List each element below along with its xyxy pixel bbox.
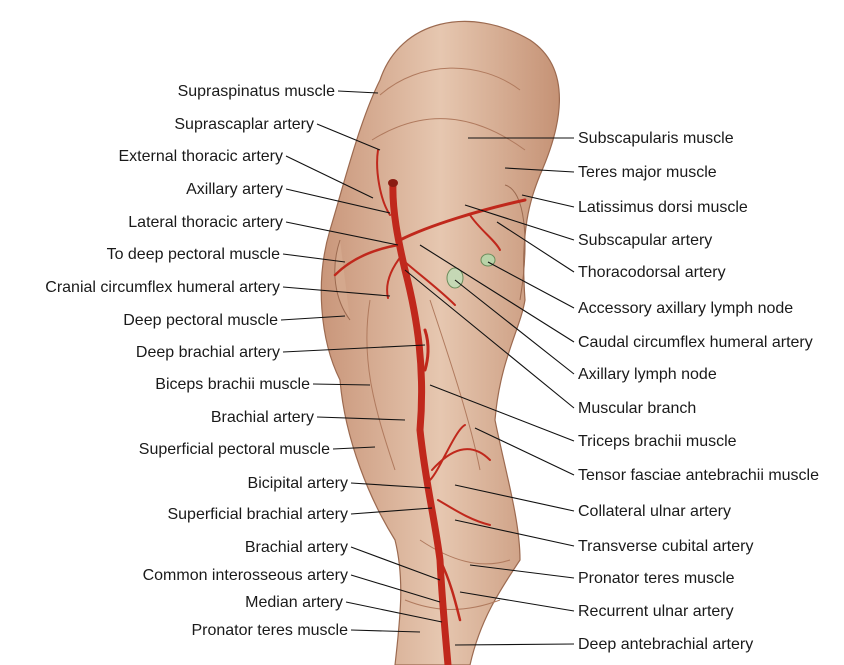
leader-line: [469, 564, 575, 579]
left-label: Suprascaplar artery: [174, 116, 314, 133]
leader-line: [332, 446, 376, 450]
leader-line: [337, 90, 379, 94]
right-label: Thoracodorsal artery: [578, 264, 726, 281]
left-label: Bicipital artery: [248, 475, 348, 492]
right-label: Deep antebrachial artery: [578, 636, 753, 653]
left-label: Supraspinatus muscle: [178, 83, 336, 100]
leader-line: [454, 643, 575, 646]
leader-line: [282, 253, 346, 263]
right-label: Accessory axillary lymph node: [578, 300, 793, 317]
right-label: Subscapular artery: [578, 232, 712, 249]
leader-line: [285, 221, 399, 246]
left-label: Lateral thoracic artery: [128, 214, 283, 231]
leader-line: [350, 546, 441, 581]
left-label: Biceps brachii muscle: [155, 376, 310, 393]
left-label: Axillary artery: [186, 181, 283, 198]
leader-line: [459, 591, 575, 612]
leader-line: [521, 194, 575, 208]
leader-line: [419, 244, 575, 343]
left-label: To deep pectoral muscle: [107, 246, 281, 263]
left-label: Brachial artery: [245, 539, 348, 556]
right-label: Pronator teres muscle: [578, 570, 735, 587]
right-label: Muscular branch: [578, 400, 696, 417]
right-label: Teres major muscle: [578, 164, 717, 181]
leader-line: [282, 286, 391, 297]
leader-line: [280, 315, 346, 321]
leader-line: [454, 484, 575, 512]
left-label: External thoracic artery: [118, 148, 283, 165]
leader-line: [504, 167, 575, 173]
left-label: Deep pectoral muscle: [123, 312, 278, 329]
leader-line: [429, 384, 575, 442]
leader-line: [350, 574, 441, 603]
right-label: Recurrent ulnar artery: [578, 603, 734, 620]
right-label: Caudal circumflex humeral artery: [578, 334, 813, 351]
left-label: Cranial circumflex humeral artery: [45, 279, 280, 296]
left-label: Common interosseous artery: [143, 567, 348, 584]
right-label: Tensor fasciae antebrachii muscle: [578, 467, 819, 484]
leader-line: [464, 204, 575, 241]
leader-line: [454, 519, 575, 547]
left-leader-lines: [280, 90, 443, 633]
left-label: Superficial brachial artery: [167, 506, 348, 523]
leader-line: [474, 427, 575, 476]
leader-line: [404, 269, 575, 409]
left-label: Median artery: [245, 594, 343, 611]
left-label: Superficial pectoral muscle: [139, 441, 330, 458]
left-label: Pronator teres muscle: [191, 622, 348, 639]
leader-line: [316, 123, 381, 151]
leader-line: [312, 383, 371, 386]
leader-line: [350, 482, 431, 489]
right-label: Transverse cubital artery: [578, 538, 753, 555]
right-leader-lines: [404, 137, 575, 646]
left-label: Deep brachial artery: [136, 344, 280, 361]
leader-line: [454, 279, 575, 375]
leader-line: [285, 188, 391, 214]
leader-line: [285, 155, 374, 199]
leader-line: [496, 221, 575, 273]
leader-line: [316, 416, 406, 421]
right-label: Collateral ulnar artery: [578, 503, 731, 520]
leader-line: [487, 261, 575, 309]
leader-line: [350, 507, 433, 515]
leader-line: [345, 601, 443, 623]
leader-line: [350, 629, 421, 633]
right-label: Subscapularis muscle: [578, 130, 734, 147]
left-label: Brachial artery: [211, 409, 314, 426]
leader-line: [282, 344, 426, 353]
right-label: Triceps brachii muscle: [578, 433, 737, 450]
arteries: [333, 149, 527, 665]
right-label: Axillary lymph node: [578, 366, 717, 383]
right-label: Latissimus dorsi muscle: [578, 199, 748, 216]
limb-muscles: [320, 20, 560, 665]
